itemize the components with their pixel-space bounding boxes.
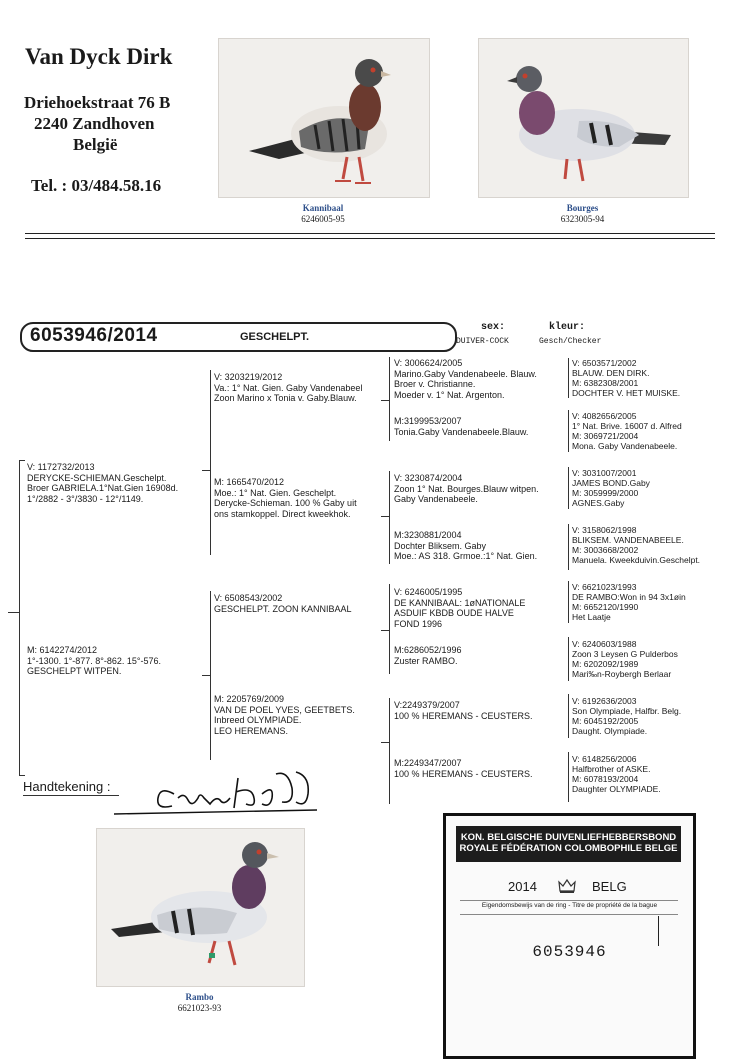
bracket-gen4-1 — [568, 358, 569, 398]
signature-label-underline — [23, 795, 119, 796]
color-label: kleur: — [549, 322, 586, 333]
bracket-gen2-dam — [210, 591, 211, 760]
pigeon-kannibaal-icon — [249, 59, 391, 184]
bird-color: Gesch/Checker — [539, 337, 602, 346]
pedigree-gen4-2: V: 4082656/2005 1° Nat. Brive. 16007 d. … — [572, 411, 682, 451]
bracket-gen4-5 — [568, 581, 569, 623]
pedigree-gen4-4: V: 3158062/1998 BLIKSEM. VANDENABEELE. M… — [572, 525, 701, 565]
certificate-number: 6053946 — [532, 943, 607, 961]
ring-certificate: KON. BELGISCHE DUIVENLIEFHEBBERSBOND ROY… — [443, 813, 696, 1059]
bracket-gen4-4 — [568, 524, 569, 570]
pedigree-dam: M: 6142274/2012 1°-1300. 1°-877. 8°-862.… — [27, 645, 161, 676]
bird-description: GESCHELPT. — [240, 331, 310, 343]
bracket-gen2-sire-stem — [202, 470, 210, 471]
pedigree-gen3-3: V: 3230874/2004 Zoon 1° Nat. Bourges.Bla… — [394, 473, 539, 504]
bracket-gen2-dam-stem — [202, 675, 210, 676]
pedigree-gen4-8: V: 6148256/2006 Halfbrother of ASKE. M: … — [572, 754, 661, 794]
photo-ring: 6621023-93 — [177, 1003, 222, 1013]
pedigree-gen3-4: M:3230881/2004 Dochter Bliksem. Gaby Moe… — [394, 530, 538, 561]
crown-icon — [558, 878, 576, 893]
bracket-gen3-3 — [389, 584, 390, 674]
photo-ring: 6323005-94 — [560, 214, 605, 224]
pedigree-gen4-6: V: 6240603/1988 Zoon 3 Leysen G Pulderbo… — [572, 639, 678, 679]
certificate-divider — [460, 900, 678, 901]
photo-ring: 6246005-95 — [301, 214, 345, 224]
pedigree-gen3-2: M:3199953/2007 Tonia.Gaby Vandenabeele.B… — [394, 416, 529, 437]
bracket-gen1-top — [19, 460, 25, 461]
pedigree-gen4-5: V: 6621023/1993 DE RAMBO:Won in 94 3x1øi… — [572, 582, 686, 622]
pigeon-photo-rambo — [96, 828, 305, 987]
certificate-year: 2014 — [508, 879, 537, 894]
pedigree-gen2-1: V: 3203219/2012 Va.: 1° Nat. Gien. Gaby … — [214, 372, 363, 403]
handwritten-signature — [113, 771, 318, 815]
certificate-line1: KON. BELGISCHE DUIVENLIEFHEBBERSBOND — [460, 832, 677, 843]
bird-sex: DUIVER-COCK — [456, 337, 509, 346]
bracket-gen3-1-stem — [381, 400, 389, 401]
certificate-tick — [658, 916, 659, 946]
pigeon-photo-bourges — [478, 38, 689, 198]
photo-name: Kannibaal — [302, 203, 344, 213]
photo-name: Rambo — [185, 992, 214, 1002]
signature-label: Handtekening : — [23, 779, 111, 794]
certificate-divider-lower — [460, 914, 678, 915]
pedigree-gen3-1: V: 3006624/2005 Marino.Gaby Vandenabeele… — [394, 358, 537, 400]
pedigree-gen2-3: V: 6508543/2002 GESCHELPT. ZOON KANNIBAA… — [214, 593, 352, 614]
bracket-gen2-sire — [210, 370, 211, 555]
bracket-gen3-1 — [389, 357, 390, 441]
bracket-gen3-4-stem — [381, 742, 389, 743]
owner-name: Van Dyck Dirk — [25, 44, 173, 69]
pedigree-gen3-6: M:6286052/1996 Zuster RAMBO. — [394, 645, 462, 666]
pigeon-bourges-icon — [507, 66, 671, 182]
sex-label: sex: — [481, 322, 506, 333]
owner-phone: Tel. : 03/484.58.16 — [31, 176, 162, 195]
pedigree-gen3-7: V:2249379/2007 100 % HEREMANS - CEUSTERS… — [394, 700, 533, 721]
ring-bar — [20, 322, 457, 352]
certificate-header: KON. BELGISCHE DUIVENLIEFHEBBERSBOND ROY… — [456, 826, 681, 862]
bracket-gen1-bottom — [19, 775, 25, 776]
pedigree-gen2-2: M: 1665470/2012 Moe.: 1° Nat. Gien. Gesc… — [214, 477, 357, 519]
photo-name: Bourges — [566, 203, 599, 213]
pigeon-rambo-icon — [111, 842, 279, 966]
photo-caption-bourges: Bourges 6323005-94 — [478, 203, 687, 225]
bracket-gen3-3-stem — [381, 630, 389, 631]
photo-caption-kannibaal: Kannibaal 6246005-95 — [218, 203, 428, 225]
photo-caption-rambo: Rambo 6621023-93 — [96, 992, 303, 1014]
bracket-gen3-2 — [389, 471, 390, 564]
owner-street: Driehoekstraat 76 B — [24, 93, 171, 112]
pedigree-gen4-3: V: 3031007/2001 JAMES BOND.Gaby M: 30599… — [572, 468, 650, 508]
bracket-gen4-6 — [568, 637, 569, 681]
certificate-subtitle: Eigendomsbewijs van de ring - Titre de p… — [481, 902, 658, 909]
pedigree-gen3-5: V: 6246005/1995 DE KANNIBAAL: 1øNATIONAL… — [394, 587, 526, 629]
pedigree-gen4-1: V: 6503571/2002 BLAUW. DEN DIRK. M: 6382… — [572, 358, 681, 398]
bracket-gen4-8 — [568, 752, 569, 802]
pedigree-gen2-4: M: 2205769/2009 VAN DE POEL YVES, GEETBE… — [214, 694, 355, 736]
bracket-gen4-3 — [568, 467, 569, 509]
bracket-gen3-2-stem — [381, 516, 389, 517]
bird-ring-number: 6053946/2014 — [30, 325, 158, 346]
pedigree-sire: V: 1172732/2013 DERYCKE-SCHIEMAN.Geschel… — [27, 462, 179, 504]
bracket-gen3-4 — [389, 698, 390, 804]
bracket-gen1 — [19, 460, 20, 776]
owner-city: 2240 Zandhoven — [34, 114, 155, 133]
header-divider-second — [25, 238, 715, 239]
bracket-gen1-stem — [8, 612, 19, 613]
bracket-gen4-2 — [568, 410, 569, 452]
pedigree-gen3-8: M:2249347/2007 100 % HEREMANS - CEUSTERS… — [394, 758, 533, 779]
certificate-line2: ROYALE FÉDÉRATION COLOMBOPHILE BELGE — [459, 843, 678, 854]
certificate-country: BELG — [592, 879, 627, 894]
header-divider — [25, 233, 715, 234]
bracket-gen4-7 — [568, 694, 569, 738]
owner-country: België — [73, 135, 118, 154]
pedigree-gen4-7: V: 6192636/2003 Son Olympiade, Halfbr. B… — [572, 696, 682, 736]
pigeon-photo-kannibaal — [218, 38, 430, 198]
